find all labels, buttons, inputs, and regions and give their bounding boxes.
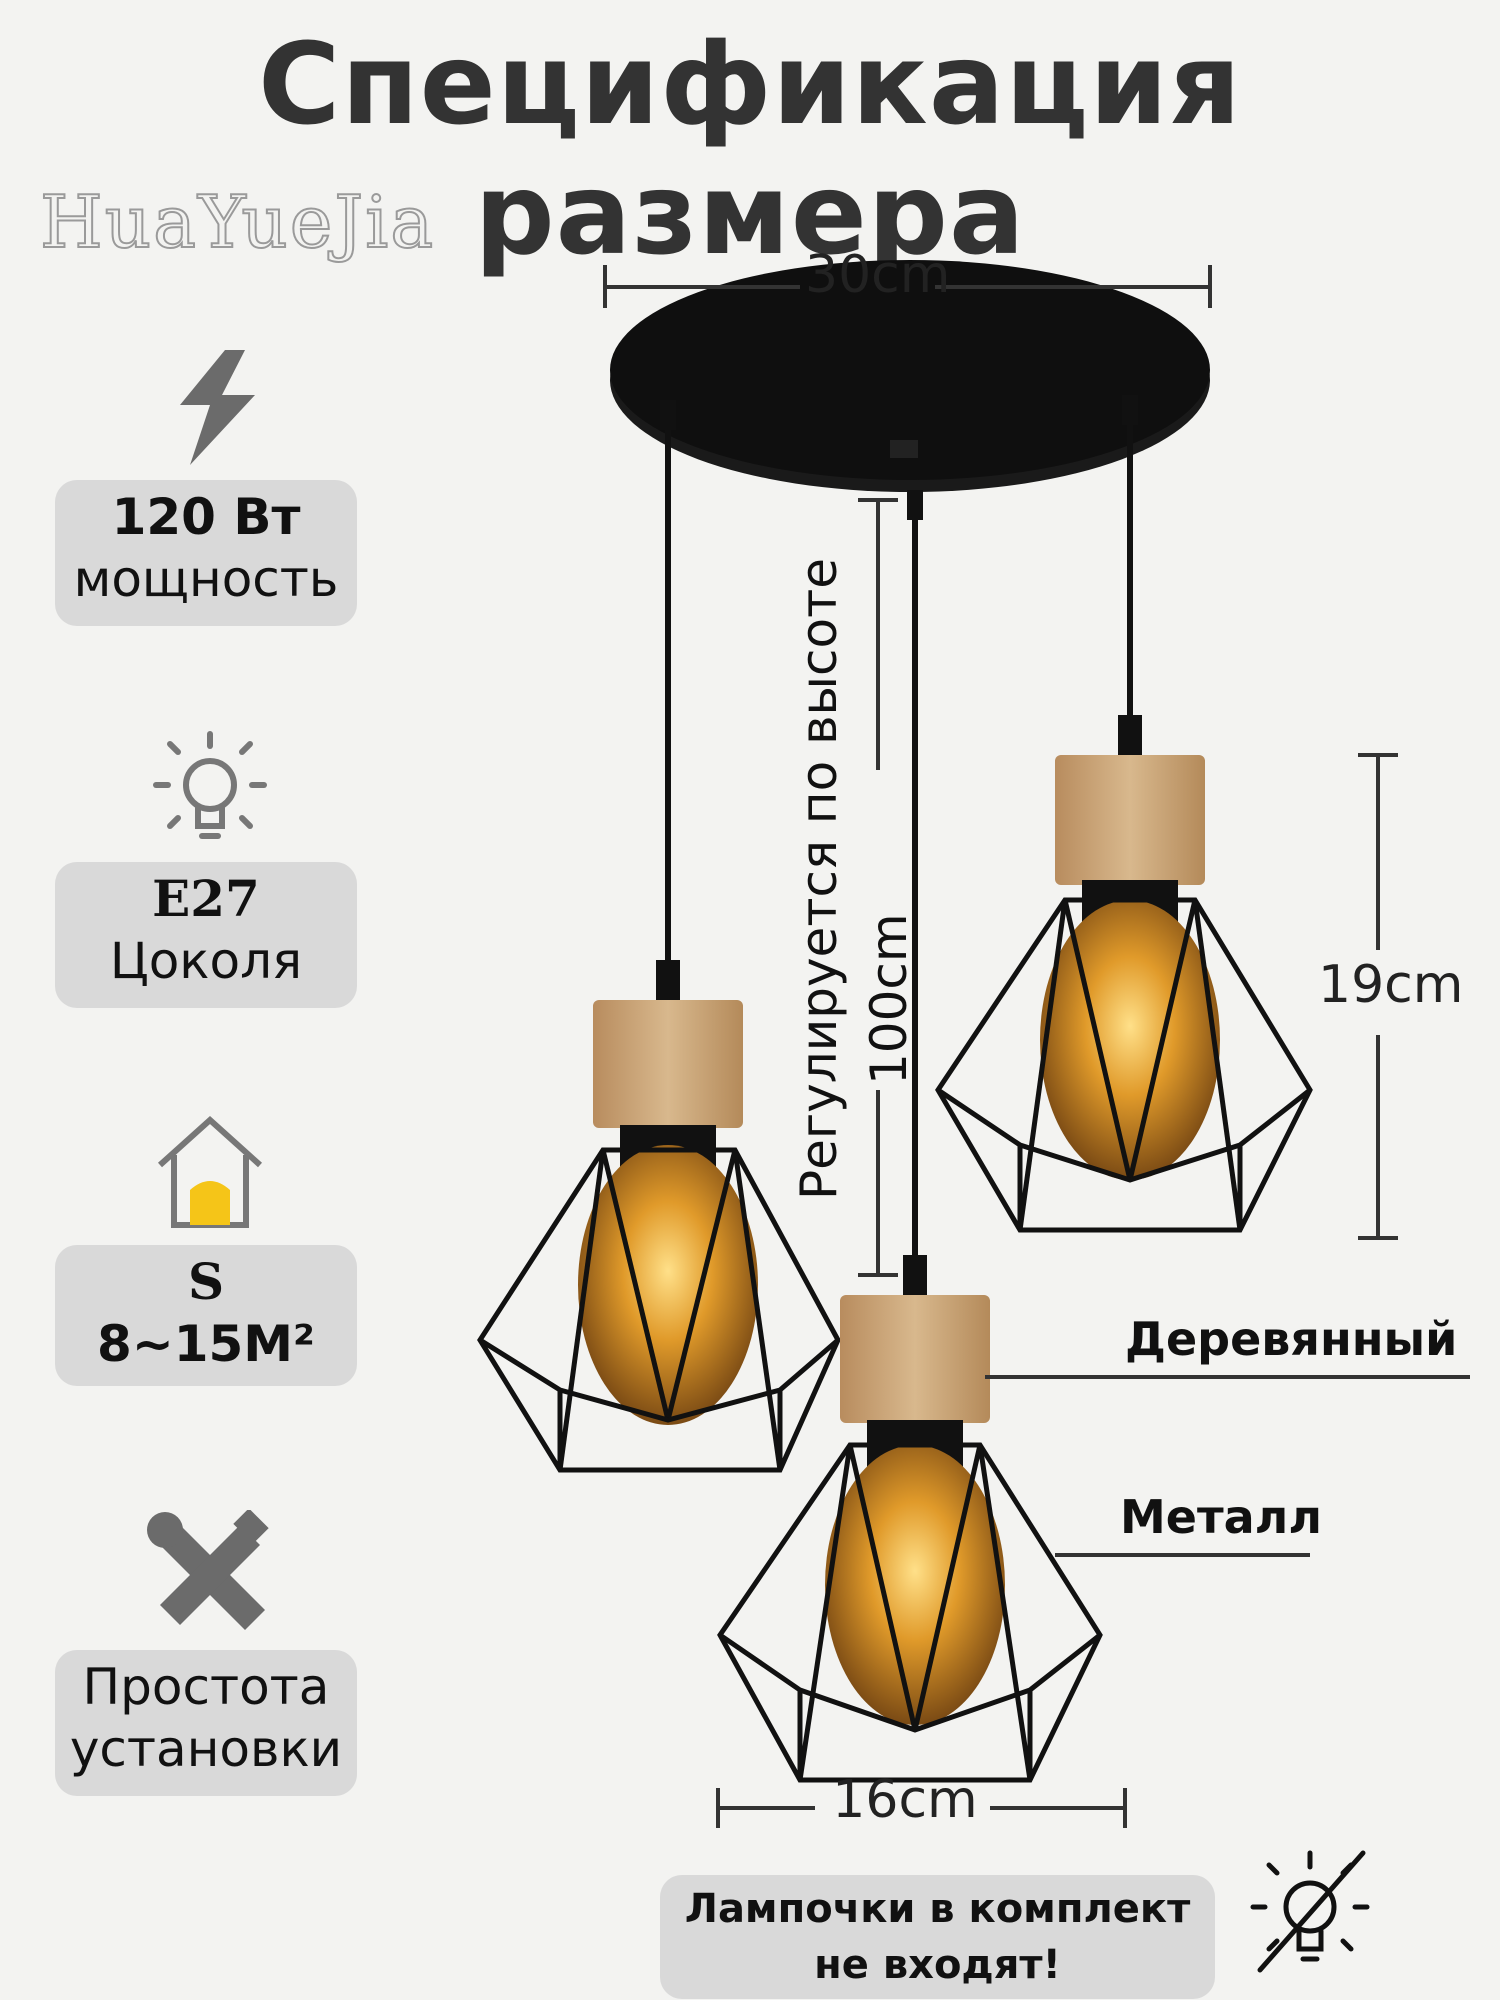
spec-power-label: мощность <box>73 550 339 608</box>
page-title: Спецификация размера <box>258 20 1242 280</box>
spec-socket-value: E27 <box>152 869 260 928</box>
spec-area: S 8~15M² <box>55 1245 357 1386</box>
spec-area-class: S <box>187 1252 225 1311</box>
spec-install-line2: установки <box>69 1720 343 1778</box>
no-bulb-icon <box>1250 1850 1370 1973</box>
spec-socket-label: Цоколя <box>109 932 303 990</box>
material-metal-label: Металл <box>1120 1490 1323 1544</box>
lightning-icon <box>180 350 255 465</box>
spec-socket: E27 Цоколя <box>55 862 357 1008</box>
height-value-text: 100cm <box>860 913 918 1085</box>
tools-icon <box>147 1510 269 1630</box>
house-icon <box>157 1115 263 1228</box>
brand-watermark: HuaYueJia <box>39 179 436 265</box>
shade-width-label: 16cm <box>832 1770 978 1830</box>
spec-area-value: 8~15M² <box>97 1315 315 1373</box>
pendant-left <box>477 960 841 1473</box>
pendant-lamp-illustration <box>477 260 1470 1828</box>
canopy-width-label: 30cm <box>805 245 951 305</box>
spec-power: 120 Вт мощность <box>55 480 357 626</box>
note-line2: не входят! <box>814 1942 1061 1988</box>
note-line1: Лампочки в комплект <box>684 1886 1191 1932</box>
shade-height-label: 19cm <box>1318 955 1464 1015</box>
material-wood-label: Деревянный <box>1125 1312 1458 1366</box>
spec-install: Простота установки <box>55 1650 357 1796</box>
pendant-right <box>935 715 1313 1233</box>
spec-power-value: 120 Вт <box>111 488 301 546</box>
spec-install-line1: Простота <box>82 1658 330 1716</box>
bulbs-not-included-note: Лампочки в комплект не входят! <box>660 1875 1215 1999</box>
height-note-text: Регулируется по высоте <box>790 558 848 1200</box>
pendant-center <box>717 1255 1103 1783</box>
light-bulb-icon <box>153 731 267 839</box>
